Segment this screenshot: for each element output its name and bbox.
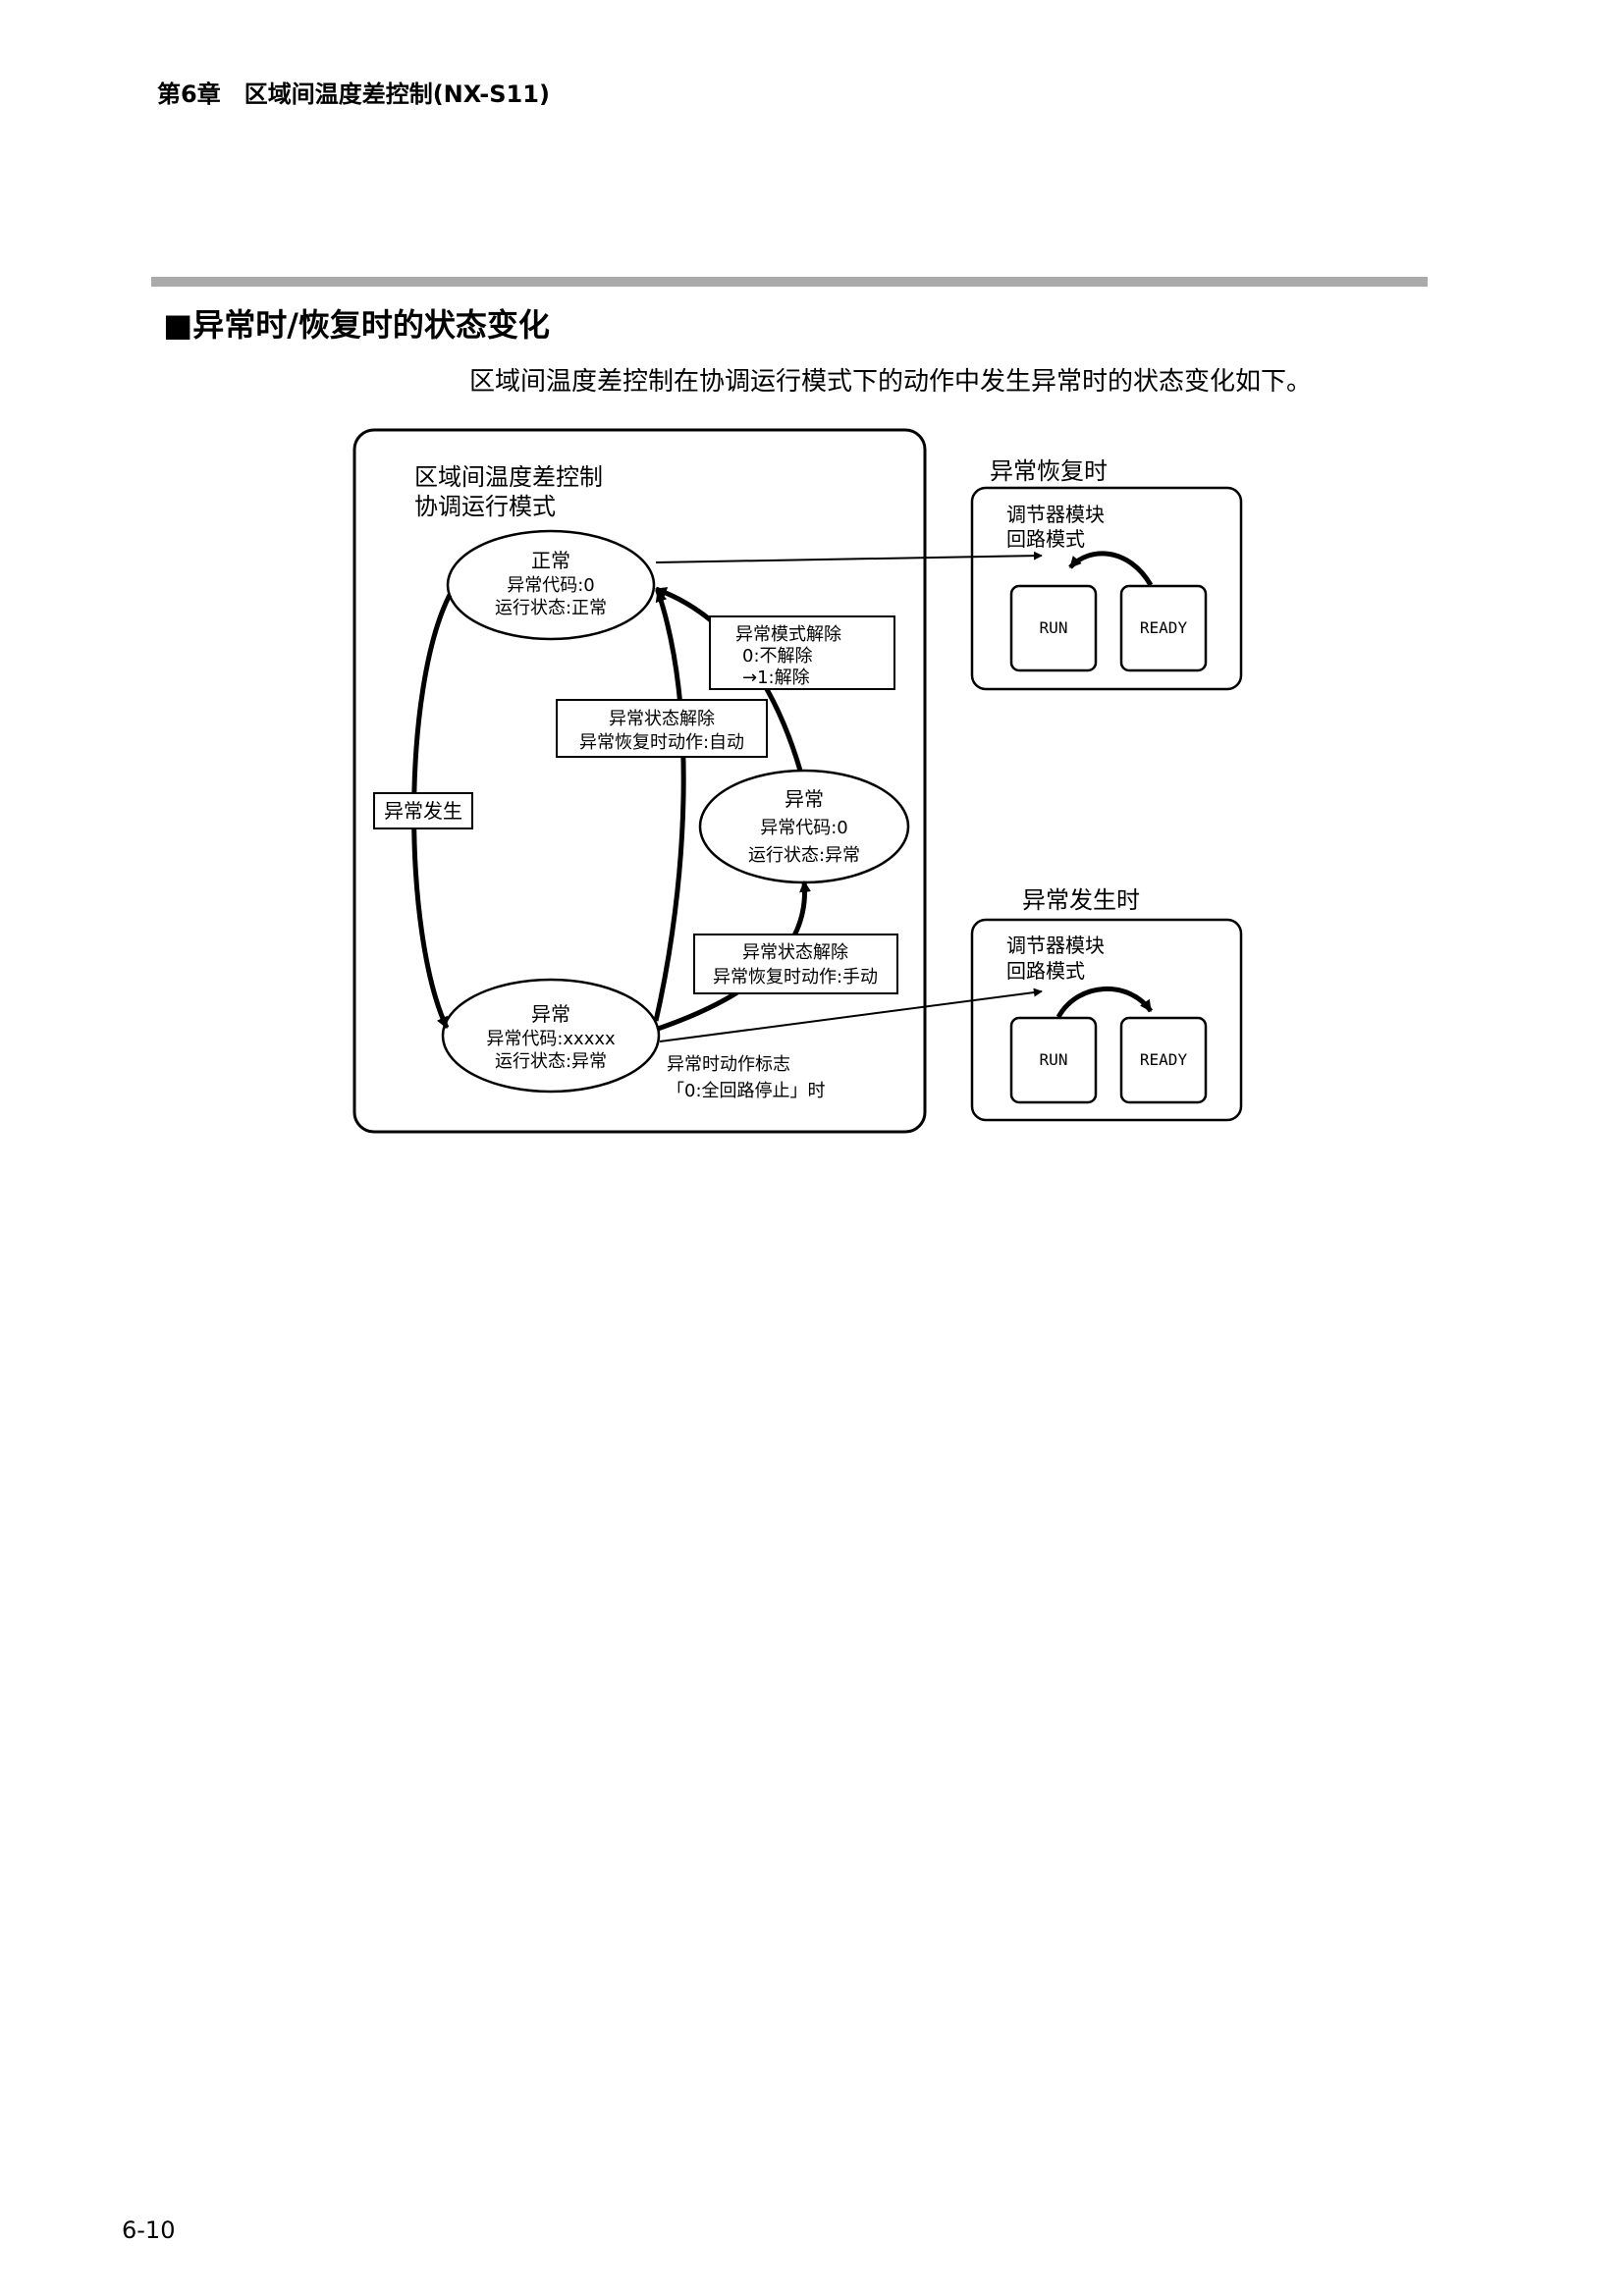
label-auto-release-line2: 异常恢复时动作:自动 [579, 732, 744, 753]
arrow-ready-to-run [1068, 551, 1154, 587]
chapter-header: 第6章 区域间温度差控制(NX-S11) [157, 80, 550, 108]
label-manual-release-line1: 异常状态解除 [742, 942, 848, 963]
state-error-code: 异常代码:xxxxx [486, 1029, 616, 1049]
state-error-recovering-title: 异常 [785, 787, 824, 811]
error-panel-module-line2: 回路模式 [1006, 959, 1085, 983]
label-mode-release-line1: 异常模式解除 [735, 624, 841, 645]
label-manual-release-box [693, 934, 898, 994]
error-panel-title: 异常发生时 [1022, 886, 1140, 914]
recovery-panel-module-line2: 回路模式 [1006, 527, 1085, 551]
error-ready-box [1119, 1016, 1208, 1104]
label-auto-release-line1: 异常状态解除 [609, 709, 715, 729]
arrow-normal-to-recovery-panel [655, 551, 1043, 563]
recovery-panel-module-line1: 调节器模块 [1006, 503, 1105, 526]
label-mode-release-line2: 0:不解除 [742, 646, 813, 667]
main-box-title-line1: 区域间温度差控制 [414, 463, 603, 491]
recovery-panel-title: 异常恢复时 [990, 457, 1108, 485]
arrow-run-to-ready [1056, 987, 1154, 1019]
recovery-run-label: RUN [1040, 618, 1068, 637]
section-title: ■异常时/恢复时的状态变化 [163, 306, 550, 344]
recovery-ready-box [1119, 584, 1208, 672]
state-error-recovering-status: 运行状态:异常 [748, 845, 860, 866]
state-normal-code: 异常代码:0 [507, 575, 595, 596]
recovery-run-box [1009, 584, 1098, 672]
error-run-box [1009, 1016, 1098, 1104]
error-ready-label: READY [1140, 1050, 1188, 1069]
section-divider [151, 277, 1428, 287]
arrow-error-to-normal [653, 589, 686, 1022]
state-error-status: 运行状态:异常 [495, 1051, 607, 1072]
note-all-stop-line1: 异常时动作标志 [667, 1054, 790, 1075]
state-error-title: 异常 [531, 1002, 570, 1026]
label-mode-release-box [709, 615, 895, 690]
error-panel [970, 918, 1243, 1122]
label-mode-release-line3: →1:解除 [742, 667, 810, 688]
label-error-occurred: 异常发生 [384, 799, 462, 823]
label-error-occurred-box [373, 792, 473, 829]
main-box-title-line2: 协调运行模式 [414, 493, 556, 520]
page-number: 6-10 [122, 2216, 176, 2244]
state-error-recovering-code: 异常代码:0 [760, 818, 848, 838]
coordination-mode-box [352, 428, 927, 1134]
state-normal-status: 运行状态:正常 [495, 598, 607, 618]
label-auto-release-box [556, 699, 768, 758]
recovery-panel [970, 486, 1243, 691]
recovery-ready-label: READY [1140, 618, 1188, 637]
arrow-error-to-error-panel [659, 988, 1043, 1042]
state-normal [446, 529, 656, 641]
label-manual-release-line2: 异常恢复时动作:手动 [713, 967, 878, 988]
intro-text: 区域间温度差控制在协调运行模式下的动作中发生异常时的状态变化如下。 [469, 367, 1313, 397]
error-run-label: RUN [1040, 1050, 1068, 1069]
error-panel-module-line1: 调节器模块 [1006, 934, 1105, 957]
state-error [441, 978, 661, 1094]
state-normal-title: 正常 [531, 549, 570, 572]
note-all-stop-line2: 「0:全回路停止」时 [667, 1081, 826, 1101]
